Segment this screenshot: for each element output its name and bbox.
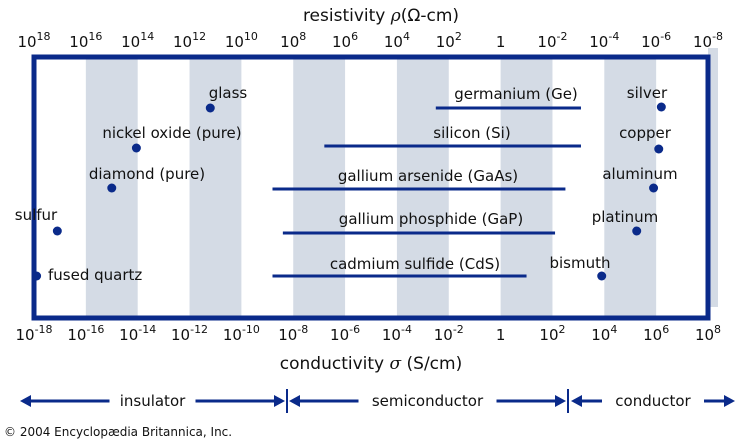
bottom-tick-2: 10-14 [119, 323, 156, 344]
top-axis-title: resistivity ρ(Ω-cm) [303, 6, 459, 26]
label-platinum: platinum [592, 208, 659, 226]
top-tick-0: 1018 [17, 30, 50, 51]
class-label-conductor: conductor [615, 392, 691, 410]
point-nickel-oxide-pure [131, 143, 141, 153]
label-aluminum: aluminum [602, 165, 677, 183]
arrowhead-right-semiconductor [555, 395, 566, 407]
bottom-tick-1: 10-16 [67, 323, 104, 344]
class-arrows: insulator semiconductor conductor [20, 389, 735, 413]
top-tick-10: 10-2 [537, 30, 567, 51]
bottom-tick-5: 10-8 [278, 323, 308, 344]
label-silver: silver [627, 84, 668, 102]
label-fused-quartz: fused quartz [48, 266, 142, 284]
top-tick-2: 1014 [121, 30, 154, 51]
top-tick-11: 10-4 [589, 30, 619, 51]
range-label-silicon-si: silicon (Si) [433, 124, 510, 142]
label-sulfur: sulfur [15, 206, 58, 224]
bottom-tick-8: 10-2 [434, 323, 464, 344]
point-copper [654, 144, 664, 154]
bottom-tick-0: 10-18 [15, 323, 52, 344]
label-copper: copper [619, 124, 672, 142]
bottom-tick-labels: 10-18 10-16 10-14 10-12 10-10 10-8 10-6 10-4 10-… [15, 323, 721, 344]
bottom-tick-6: 10-6 [330, 323, 360, 344]
arrowhead-left-conductor [571, 395, 582, 407]
point-aluminum [649, 183, 659, 193]
point-fused-quartz [32, 271, 42, 281]
top-tick-4: 1010 [225, 30, 258, 51]
arrowhead-left-insulator [20, 395, 31, 407]
top-tick-7: 104 [384, 30, 410, 51]
bottom-tick-7: 10-4 [382, 323, 412, 344]
top-tick-8: 102 [436, 30, 462, 51]
point-silver [656, 102, 666, 112]
band-1 [189, 57, 242, 318]
bottom-tick-10: 102 [539, 323, 565, 344]
point-bismuth [597, 271, 607, 281]
range-label-germanium-ge: germanium (Ge) [454, 85, 578, 103]
top-tick-3: 1012 [173, 30, 206, 51]
label-bismuth: bismuth [549, 254, 610, 272]
bottom-tick-13: 108 [695, 323, 721, 344]
bottom-tick-12: 106 [643, 323, 669, 344]
top-tick-6: 106 [332, 30, 358, 51]
range-label-gallium-arsenide-gaas: gallium arsenide (GaAs) [338, 167, 518, 185]
top-tick-13: 10-8 [693, 30, 723, 51]
class-label-insulator: insulator [120, 392, 186, 410]
arrowhead-right-insulator [274, 395, 285, 407]
top-tick-1: 1016 [69, 30, 102, 51]
range-label-cadmium-sulfide-cds: cadmium sulfide (CdS) [330, 255, 500, 273]
plot-frame [31, 54, 711, 321]
top-tick-labels: 1018 1016 1014 1012 1010 108 106 104 102 1 10-2 10-… [17, 30, 723, 51]
bottom-tick-11: 104 [591, 323, 617, 344]
label-diamond-pure: diamond (pure) [89, 165, 205, 183]
bottom-tick-4: 10-10 [223, 323, 260, 344]
material-points: glass nickel oxide (pure) diamond (pure) su… [15, 84, 678, 284]
class-label-semiconductor: semiconductor [372, 392, 484, 410]
bottom-tick-3: 10-12 [171, 323, 208, 344]
point-glass [205, 103, 215, 113]
label-nickel-oxide-pure: nickel oxide (pure) [102, 124, 241, 142]
arrowhead-right-conductor [724, 395, 735, 407]
band-5 [604, 57, 657, 318]
copyright-notice: © 2004 Encyclopædia Britannica, Inc. [4, 425, 232, 439]
bottom-axis-title: conductivity σ (S/cm) [280, 354, 462, 374]
point-platinum [632, 226, 642, 236]
top-tick-9: 1 [496, 33, 506, 51]
bottom-tick-9: 1 [496, 326, 506, 344]
range-label-gallium-phosphide-gap: gallium phosphide (GaP) [339, 210, 523, 228]
frame-shadow [708, 48, 718, 307]
semiconductor-ranges: germanium (Ge) silicon (Si) gallium arseni… [272, 85, 581, 278]
point-sulfur [52, 226, 62, 236]
point-diamond-pure [107, 183, 117, 193]
arrowhead-left-semiconductor [289, 395, 300, 407]
top-tick-5: 108 [280, 30, 306, 51]
top-tick-12: 10-6 [641, 30, 671, 51]
label-glass: glass [209, 84, 248, 102]
